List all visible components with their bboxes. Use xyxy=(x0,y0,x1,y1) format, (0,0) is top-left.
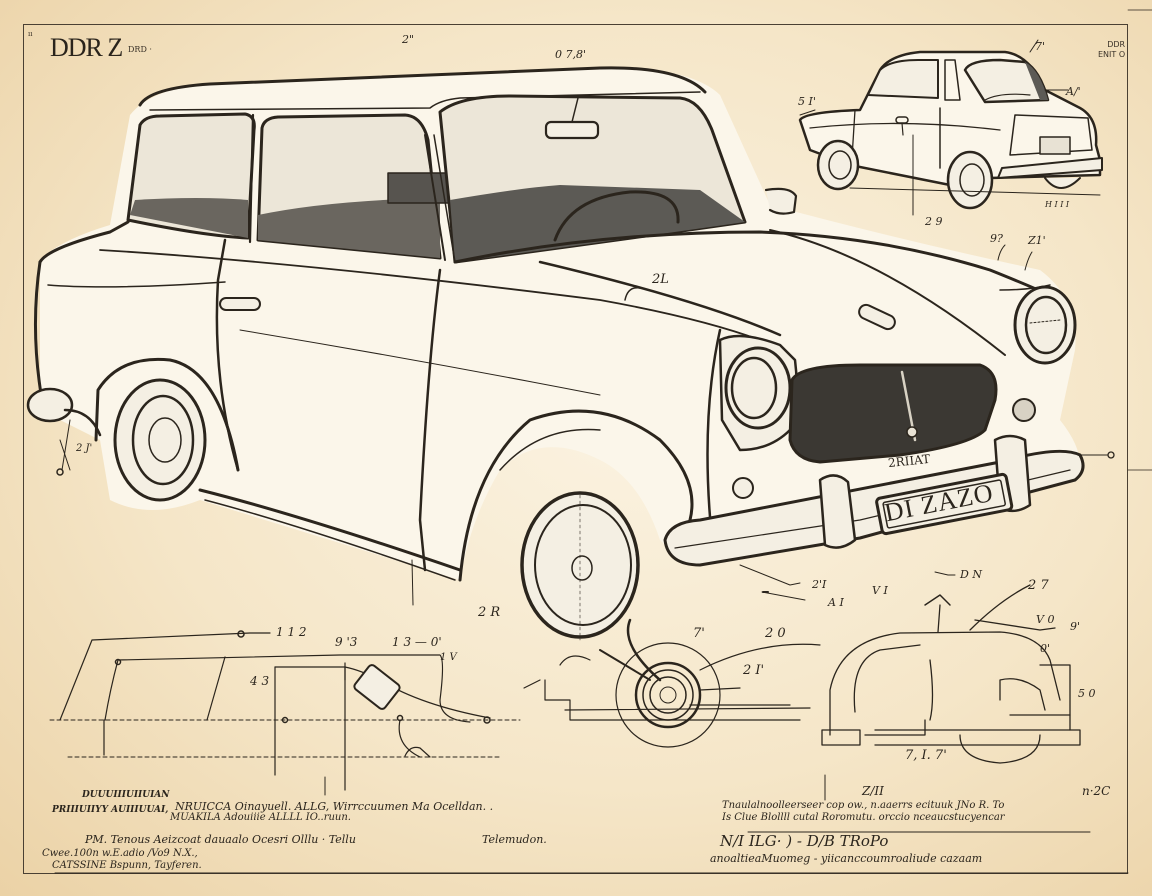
chassis-schematic xyxy=(821,584,1081,764)
side-profile-schematic xyxy=(49,630,521,791)
notes-left-line2: MUAKILA Adouiiie ALLLL IO..ruun. xyxy=(170,812,351,823)
drawing-title: DDR Z xyxy=(50,33,123,62)
callout-rear-view-window: A/' xyxy=(1066,85,1081,98)
callout-roof-mid: 0 7,8' xyxy=(555,48,587,61)
notes-left-heading: DUUUIIIUIIUIAN xyxy=(82,790,170,800)
notes-right-line1: Tnaulalnoolleerseer cop ow., n.aaerrs ec… xyxy=(722,800,1005,811)
callout-rear-view-ground: H I I I xyxy=(1045,200,1070,209)
callout-chassis-right-b: V 0 xyxy=(1036,613,1055,626)
top-right-label: DDR ENIT O xyxy=(1098,40,1125,60)
notes-right-line3: N/I ILG· ) - D/B TRoPo xyxy=(720,832,889,850)
callout-chassis-right: 2 7 xyxy=(1028,578,1049,593)
notes-right-line4: anoaltieaMuomeg - yiicanccoumroaliude ca… xyxy=(710,852,983,865)
callout-chassis-right-d: 0' xyxy=(1040,642,1051,655)
notes-left-line1-lead: PRIIIUIIYY AUIIIUUAI, xyxy=(52,805,169,815)
callout-chassis-right-e: 5 0 xyxy=(1078,687,1096,700)
callout-rear-view-roof: 7' xyxy=(1035,40,1046,53)
wheel-section-schematic xyxy=(523,618,821,748)
callout-hood: 2L xyxy=(652,272,669,287)
drawing-subtitle: DRD · xyxy=(128,45,152,54)
callout-headlamp-b: Z1' xyxy=(1028,234,1046,247)
callout-bumper-b: A I xyxy=(828,596,844,609)
notes-right-top-right: n·2C xyxy=(1082,784,1111,798)
callout-profile-a: 9 '3 xyxy=(335,635,358,649)
callout-chassis-right-c: 9' xyxy=(1070,620,1081,633)
callout-plate-side: D N xyxy=(960,568,982,581)
callout-roof-top: 2" xyxy=(402,33,415,46)
main-car-view xyxy=(26,66,1115,641)
notes-right-top-code: Z/II xyxy=(862,784,884,798)
callout-profile-top: 1 1 2 xyxy=(276,625,307,639)
callout-profile-d: 4 3 xyxy=(250,674,270,688)
license-plate xyxy=(875,472,1014,536)
notes-left-line4: Cwee.100n w.E.adio /Vo9 N.X., xyxy=(42,848,198,859)
notes-left-line1: NRUICCA Oinayuell. ALLG, Wirrccuumen Ma … xyxy=(175,800,494,813)
top-right-label-line-1: DDR xyxy=(1107,40,1126,49)
callout-bumper-a: 2'I xyxy=(812,578,827,591)
corner-mark: ıı xyxy=(28,30,33,38)
callout-wheel-section: 7' xyxy=(693,626,705,641)
notes-left-line3: PM. Tenous Aeizcoat dauaalo Ocesri Olllu… xyxy=(85,833,356,846)
rear-view-car xyxy=(798,39,1103,216)
callout-rear-view-left: 5 I' xyxy=(798,95,816,108)
callout-bumper-c: V I xyxy=(872,584,888,597)
notes-left-line5: CATSSINE Bspunn, Tayferen. xyxy=(52,860,202,871)
callout-rear-view-base: 2 9 xyxy=(925,215,943,228)
callout-wheel-section-b: 2 0 xyxy=(765,626,786,641)
notes-right-line2: Is Clue Blollll cutal Roromutu. orccio n… xyxy=(722,812,1005,823)
callout-front-wheel: 2 R xyxy=(478,605,501,620)
callout-headlamp-a: 9? xyxy=(990,232,1003,245)
callout-rear-bumper: 2 J' xyxy=(76,443,93,454)
callout-chassis-bottom: 7, I. 7' xyxy=(905,748,947,763)
top-right-label-line-2: ENIT O xyxy=(1098,50,1126,59)
notes-left-line3-right: Telemudon. xyxy=(482,833,547,846)
callout-profile-c: 1 V xyxy=(440,652,457,663)
callout-profile-b: 1 3 — 0' xyxy=(392,635,442,649)
callout-wheel-section-c: 2 I' xyxy=(743,663,765,678)
